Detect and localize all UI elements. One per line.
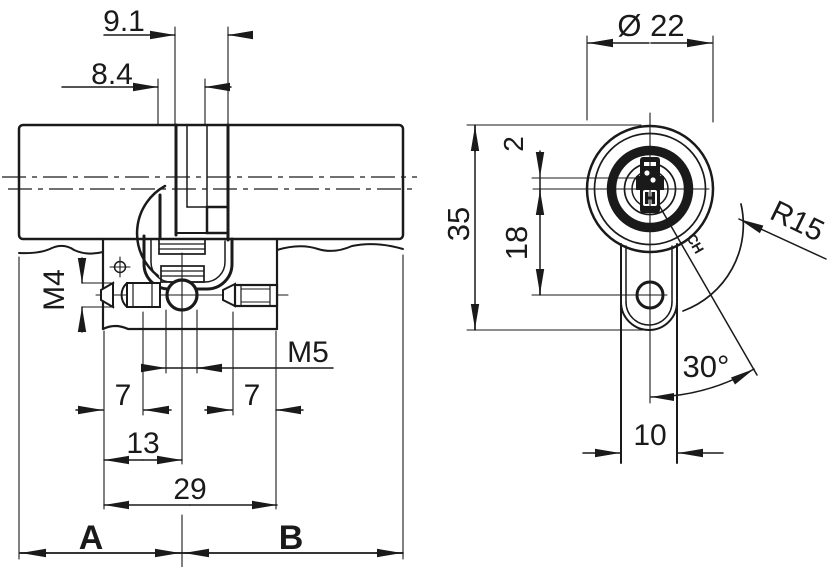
side-view-extension-lines (18, 26, 404, 567)
dim-label-18: 18 (499, 226, 534, 260)
dim-label-m5: M5 (287, 336, 329, 369)
position-crosshair (109, 256, 131, 278)
length-label-b: B (279, 519, 304, 557)
dim-label-2: 2 (498, 136, 529, 152)
dim-label-9-1: 9.1 (103, 5, 145, 38)
side-view-dimension-lines (19, 30, 404, 558)
dim-label-dia-22: Ø 22 (617, 8, 684, 43)
dim-label-8-4: 8.4 (91, 58, 133, 91)
set-screw-row (95, 252, 289, 465)
front-view-dimension-lines (470, 38, 827, 458)
cylinder-body (17, 123, 405, 331)
length-label-a: A (79, 519, 104, 557)
dim-label-m4: M4 (38, 269, 71, 311)
front-view-extension-lines (466, 35, 714, 331)
dim-label-10: 10 (633, 419, 666, 452)
dim-30deg (650, 368, 755, 401)
dim-label-13: 13 (126, 427, 159, 460)
side-view-centerlines (2, 176, 417, 190)
break-line-left (18, 244, 104, 255)
front-view: Ø 22 35 2 18 R15 30° 10 CH (441, 8, 828, 464)
cam-lobe-arc (135, 184, 167, 278)
dim-label-7-right: 7 (244, 379, 261, 412)
dim-label-35: 35 (441, 207, 476, 241)
front-view-centerlines (531, 112, 710, 404)
set-screw-body-right (233, 283, 279, 308)
clutch-block (205, 205, 230, 235)
dim-r15-leader (738, 218, 827, 260)
set-screw-tip-left (100, 281, 114, 309)
side-view: 9.1 8.4 M4 M5 7 7 13 29 A B (2, 5, 417, 567)
set-screw-body-left (126, 282, 161, 308)
dim-label-7-left: 7 (115, 379, 132, 412)
screw-dome-left (120, 282, 128, 308)
dim-label-29: 29 (173, 473, 206, 506)
angle-reference-line (655, 199, 758, 376)
break-line-right (276, 243, 404, 252)
dim-label-30deg: 30° (683, 349, 730, 384)
web-bottom-edge (101, 324, 279, 331)
